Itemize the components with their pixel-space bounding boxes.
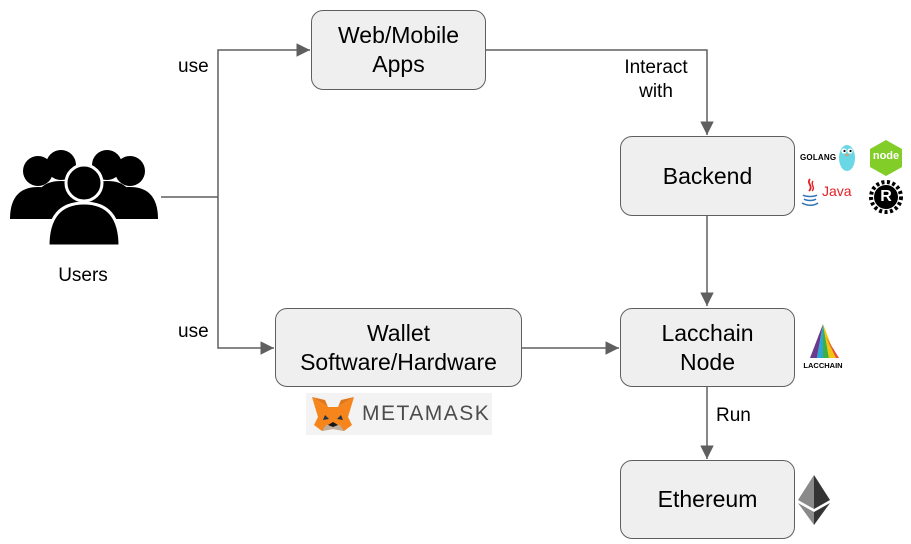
node-lacchain-line2: Node — [680, 348, 735, 375]
node-ethereum: Ethereum — [620, 460, 795, 539]
java-icon — [801, 178, 819, 207]
node-web-mobile-line1: Web/Mobile — [337, 22, 460, 48]
edge-label-interact-line2: with — [639, 81, 673, 102]
edge-label-interact-line1: Interact — [624, 57, 688, 78]
edge-users-to-wallet — [217, 197, 274, 355]
golang-logo: GOLANG — [800, 142, 860, 174]
edge-label-use-top: use — [178, 56, 209, 77]
nodejs-icon — [870, 140, 902, 176]
metamask-logo-text: METAMASK — [362, 402, 491, 425]
users-group-icon — [10, 150, 158, 247]
edge-label-use-bottom: use — [178, 321, 209, 342]
users-label: Users — [58, 265, 108, 286]
rust-logo-text: R — [880, 188, 892, 205]
rust-icon — [869, 180, 903, 214]
golang-logo-text: GOLANG — [800, 153, 837, 162]
ethereum-icon — [798, 475, 830, 525]
node-wallet: Wallet Software/Hardware — [275, 308, 522, 387]
java-logo-text: Java — [822, 183, 852, 199]
lacchain-icon — [810, 324, 839, 358]
lacchain-logo-text: LACCHAIN — [803, 361, 843, 370]
edge-users-to-webapps — [217, 43, 310, 197]
nodejs-logo-text: node — [872, 150, 900, 162]
node-web-mobile-line2: Apps — [372, 51, 425, 77]
node-ethereum-label: Ethereum — [657, 486, 758, 512]
node-lacchain: Lacchain Node — [620, 308, 795, 387]
edge-webapps-to-backend — [486, 49, 714, 135]
java-logo: Java — [800, 177, 860, 209]
metamask-logo: METAMASK — [306, 393, 492, 435]
rust-logo: R — [869, 180, 903, 214]
node-web-mobile-apps: Web/Mobile Apps — [311, 10, 486, 90]
lacchain-logo: LACCHAIN — [796, 323, 850, 373]
node-wallet-line2: Software/Hardware — [300, 348, 497, 375]
nodejs-logo: node — [868, 139, 904, 177]
node-backend-label: Backend — [662, 162, 753, 189]
golang-gopher-icon — [839, 145, 855, 171]
edge-label-interact-with: Interact with — [612, 56, 700, 104]
node-lacchain-line1: Lacchain — [661, 319, 754, 346]
metamask-fox-icon — [312, 397, 354, 431]
edge-label-run: Run — [716, 405, 751, 426]
node-wallet-line1: Wallet — [366, 319, 431, 346]
node-backend: Backend — [620, 136, 795, 216]
